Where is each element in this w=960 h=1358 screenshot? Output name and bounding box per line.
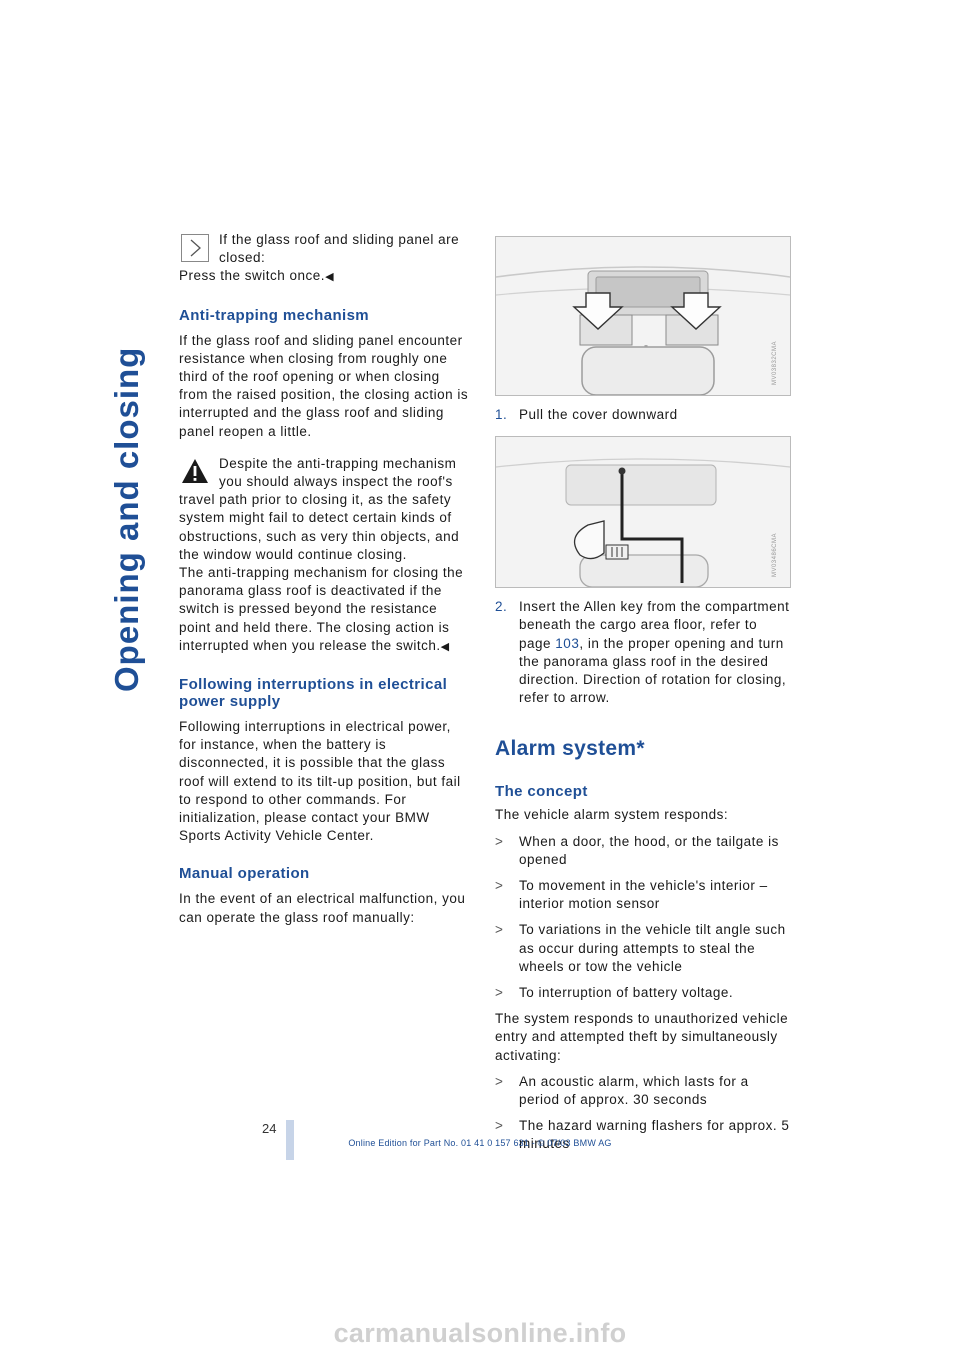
figure-allen-key: MV03486CMA bbox=[495, 436, 791, 589]
list-item: >An acoustic alarm, which lasts for a pe… bbox=[495, 1073, 749, 1108]
note-action: Press the switch once. bbox=[179, 268, 326, 284]
step1-number: 1. bbox=[495, 407, 508, 422]
cover-removal-illustration bbox=[496, 237, 790, 395]
note-text: If the glass roof and sliding panel are … bbox=[219, 232, 460, 266]
list-item: >The hazard warning flashers for approx.… bbox=[495, 1118, 790, 1152]
step2-number: 2. bbox=[495, 599, 508, 615]
figure-cover-removal: MV03832CMA bbox=[495, 236, 791, 396]
list-item: >To variations in the vehicle tilt angle… bbox=[495, 922, 786, 974]
anti-trap-body: If the glass roof and sliding panel enco… bbox=[179, 332, 469, 439]
alarm-heading: Alarm system* bbox=[495, 737, 645, 761]
concept-heading: The concept bbox=[495, 783, 588, 801]
end-mark: ◀ bbox=[440, 640, 450, 653]
step-2: 2. Insert the Allen key from the compart… bbox=[495, 598, 791, 707]
warning-text-2: The anti-trapping mechanism for closing … bbox=[179, 565, 464, 653]
warning-triangle-icon bbox=[181, 458, 209, 484]
warning-text-1: Despite the anti-trapping mechanism you … bbox=[179, 455, 460, 562]
activates-list: >An acoustic alarm, which lasts for a pe… bbox=[495, 1073, 791, 1154]
page-number: 24 bbox=[262, 1121, 277, 1136]
list-item: >To movement in the vehicle's interior –… bbox=[495, 878, 768, 912]
manual-body: In the event of an electrical malfunctio… bbox=[179, 891, 466, 925]
end-mark: ◀ bbox=[325, 271, 335, 284]
list-item: >To interruption of battery voltage. bbox=[495, 985, 734, 1001]
unauthorized-intro: The system responds to unauthorized vehi… bbox=[495, 1011, 789, 1063]
left-column: If the glass roof and sliding panel are … bbox=[179, 231, 469, 927]
power-body: Following interruptions in electrical po… bbox=[179, 719, 461, 844]
page-marker-bar bbox=[286, 1120, 294, 1160]
watermark: carmanualsonline.info bbox=[333, 1318, 627, 1348]
note-arrow-icon bbox=[181, 234, 209, 262]
power-heading: Following interruptions in electrical po… bbox=[179, 676, 448, 711]
anti-trap-heading: Anti-trapping mechanism bbox=[179, 306, 370, 324]
step-1: 1. Pull the cover downward bbox=[495, 406, 791, 424]
chapter-side-title: Opening and closing bbox=[108, 346, 145, 692]
allen-key-illustration bbox=[496, 437, 790, 588]
step2-text-b: , in the proper opening and turn the pan… bbox=[519, 635, 787, 706]
note-block: If the glass roof and sliding panel are … bbox=[179, 231, 469, 287]
step2-text-a: Insert the Allen key from the compartmen… bbox=[519, 599, 790, 651]
warning-block: Despite the anti-trapping mechanism you … bbox=[179, 455, 469, 656]
right-column: MV03832CMA 1. Pull the cover downward MV… bbox=[495, 236, 791, 1154]
figure1-code: MV03832CMA bbox=[771, 340, 778, 385]
concept-intro: The vehicle alarm system responds: bbox=[495, 807, 729, 823]
step1-text: Pull the cover downward bbox=[519, 407, 678, 422]
responds-list: >When a door, the hood, or the tailgate … bbox=[495, 833, 791, 1003]
footer-edition: Online Edition for Part No. 01 41 0 157 … bbox=[348, 1138, 612, 1148]
step2-text: Insert the Allen key from the compartmen… bbox=[519, 598, 791, 707]
manual-heading: Manual operation bbox=[179, 865, 310, 883]
figure2-code: MV03486CMA bbox=[771, 533, 778, 578]
list-item: >When a door, the hood, or the tailgate … bbox=[495, 833, 779, 867]
page-reference-link[interactable]: 103 bbox=[555, 635, 580, 651]
